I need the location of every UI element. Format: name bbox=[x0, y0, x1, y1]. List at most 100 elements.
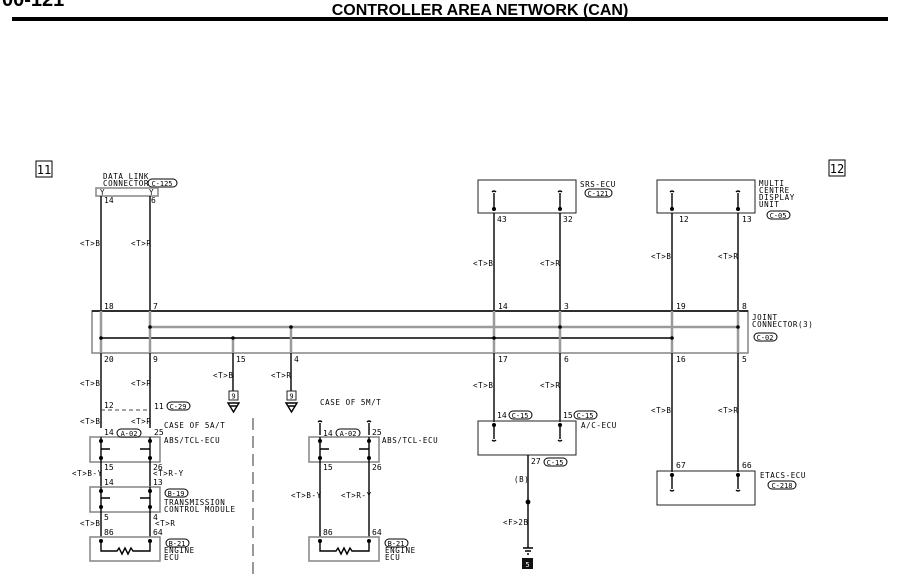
svg-text:15: 15 bbox=[323, 463, 333, 472]
svg-text:DATA LINK: DATA LINK bbox=[103, 172, 149, 181]
connector-tag: A-02 bbox=[116, 428, 142, 438]
svg-text:C-15: C-15 bbox=[547, 459, 564, 467]
svg-text:12: 12 bbox=[679, 215, 689, 224]
wire-color-label: <T>B bbox=[213, 371, 233, 380]
svg-text:6: 6 bbox=[564, 355, 569, 364]
svg-text:B-19: B-19 bbox=[168, 490, 185, 498]
svg-text:A-02: A-02 bbox=[340, 430, 357, 438]
svg-text:15: 15 bbox=[104, 463, 114, 472]
svg-text:C-125: C-125 bbox=[151, 180, 172, 188]
svg-text:14: 14 bbox=[104, 428, 114, 437]
ground-block: 9 bbox=[226, 390, 241, 414]
svg-text:15: 15 bbox=[236, 355, 246, 364]
wire-color-label: <T>R bbox=[718, 252, 738, 261]
abs-tcl-ecu-mt: 14 25 A-02 ABS/TCL-ECU 15 26 bbox=[308, 420, 438, 472]
connector-tag: C-05 bbox=[766, 210, 791, 220]
svg-text:C-29: C-29 bbox=[170, 403, 187, 411]
svg-text:4: 4 bbox=[153, 513, 158, 522]
svg-text:3: 3 bbox=[564, 302, 569, 311]
wire-color-label: <T>B bbox=[80, 379, 100, 388]
wire-color-label: <T>B bbox=[80, 239, 100, 248]
svg-text:C-15: C-15 bbox=[577, 412, 594, 420]
svg-text:8: 8 bbox=[742, 302, 747, 311]
svg-text:14: 14 bbox=[497, 411, 507, 420]
svg-text:UNIT: UNIT bbox=[759, 200, 779, 209]
svg-text:A-02: A-02 bbox=[121, 430, 138, 438]
ground-symbol: 5 bbox=[522, 547, 533, 569]
svg-text:7: 7 bbox=[153, 302, 158, 311]
wire-color-label: <T>R bbox=[718, 406, 738, 415]
svg-text:14: 14 bbox=[498, 302, 508, 311]
header-rule bbox=[12, 17, 888, 21]
svg-text:5: 5 bbox=[104, 513, 109, 522]
wire-color-label: <T>B bbox=[651, 252, 671, 261]
connector-tag: C-125 bbox=[147, 178, 178, 188]
svg-text:13: 13 bbox=[153, 478, 163, 487]
svg-text:C-02: C-02 bbox=[757, 334, 774, 342]
svg-text:17: 17 bbox=[498, 355, 508, 364]
svg-text:20: 20 bbox=[104, 355, 114, 364]
svg-text:12: 12 bbox=[104, 401, 114, 410]
connector-tag: C-02 bbox=[753, 332, 778, 342]
svg-text:ENGINE: ENGINE bbox=[385, 546, 416, 555]
svg-text:Y: Y bbox=[100, 188, 105, 197]
svg-text:ECU: ECU bbox=[385, 553, 400, 562]
wire-color-label: <T>R-Y bbox=[341, 491, 372, 500]
connector-tag: B-21 bbox=[165, 538, 190, 548]
svg-text:C-05: C-05 bbox=[770, 212, 787, 220]
svg-text:C-218: C-218 bbox=[771, 482, 792, 490]
wire-color-label: <T>R bbox=[155, 519, 175, 528]
wire-color-label: <T>B-Y bbox=[72, 469, 103, 478]
wire-color-label: <T>R bbox=[271, 371, 291, 380]
svg-text:B-21: B-21 bbox=[169, 540, 186, 548]
svg-text:26: 26 bbox=[372, 463, 382, 472]
case-at-label: CASE OF 5A/T bbox=[164, 421, 225, 430]
svg-text:ETACS-ECU: ETACS-ECU bbox=[760, 471, 806, 480]
svg-text:19: 19 bbox=[676, 302, 686, 311]
svg-text:9: 9 bbox=[153, 355, 158, 364]
frame-marker-left: 11 bbox=[35, 160, 53, 178]
transmission-control-module: 14 13 B-19 TRANSMISSION CONTROL MODULE 5… bbox=[89, 478, 235, 522]
svg-text:CONNECTOR(3): CONNECTOR(3) bbox=[752, 320, 813, 329]
connector-tag: C-29 bbox=[166, 401, 191, 411]
abs-tcl-ecu-at: 14 25 A-02 ABS/TCL-ECU 15 26 bbox=[89, 428, 220, 472]
svg-text:CONNECTOR: CONNECTOR bbox=[103, 179, 149, 188]
ac-ecu: 14 C-15 15 C-15 A/C-ECU 27 C-15 bbox=[477, 410, 617, 467]
engine-ecu-at: 86 64 B-21 ENGINE ECU bbox=[89, 528, 194, 562]
svg-text:15: 15 bbox=[563, 411, 573, 420]
svg-text:5: 5 bbox=[525, 561, 529, 569]
splice-point bbox=[525, 499, 531, 505]
svg-text:11: 11 bbox=[37, 163, 51, 177]
svg-text:12: 12 bbox=[830, 162, 844, 176]
intermediate-connector-c29: 12 11 C-29 bbox=[101, 401, 191, 411]
joint-connector: 18 7 14 3 19 8 20 9 15 4 17 6 16 5 JOINT… bbox=[91, 302, 813, 364]
svg-text:9: 9 bbox=[231, 393, 235, 401]
svg-text:32: 32 bbox=[563, 215, 573, 224]
case-mt-label: CASE OF 5M/T bbox=[320, 398, 381, 407]
svg-text:C-15: C-15 bbox=[512, 412, 529, 420]
wire-color-label: <T>B bbox=[651, 406, 671, 415]
svg-text:DISPLAY: DISPLAY bbox=[759, 193, 795, 202]
connector-tag: C-218 bbox=[767, 480, 797, 490]
svg-text:14: 14 bbox=[104, 478, 114, 487]
wire-color-label: <F>2B bbox=[503, 518, 529, 527]
svg-text:64: 64 bbox=[372, 528, 382, 537]
frame-marker-right: 12 bbox=[828, 159, 846, 177]
svg-text:B-21: B-21 bbox=[388, 540, 405, 548]
svg-text:14: 14 bbox=[104, 196, 114, 205]
data-link-connector: DATA LINK CONNECTOR C-125 Y Y 14 6 bbox=[95, 172, 178, 205]
svg-text:25: 25 bbox=[372, 428, 382, 437]
svg-text:14: 14 bbox=[323, 429, 333, 438]
svg-text:86: 86 bbox=[323, 528, 333, 537]
page-number: 00-121 bbox=[2, 0, 64, 11]
svg-text:25: 25 bbox=[154, 428, 164, 437]
svg-text:67: 67 bbox=[676, 461, 686, 470]
svg-text:A/C-ECU: A/C-ECU bbox=[581, 421, 617, 430]
wire-color-label: <T>B bbox=[80, 417, 100, 426]
connector-tag: C-15 bbox=[508, 410, 533, 420]
wire-color-label: <T>B bbox=[80, 519, 100, 528]
svg-text:26: 26 bbox=[153, 463, 163, 472]
svg-text:MULTI: MULTI bbox=[759, 179, 785, 188]
wire-color-label: (B) bbox=[514, 475, 529, 484]
